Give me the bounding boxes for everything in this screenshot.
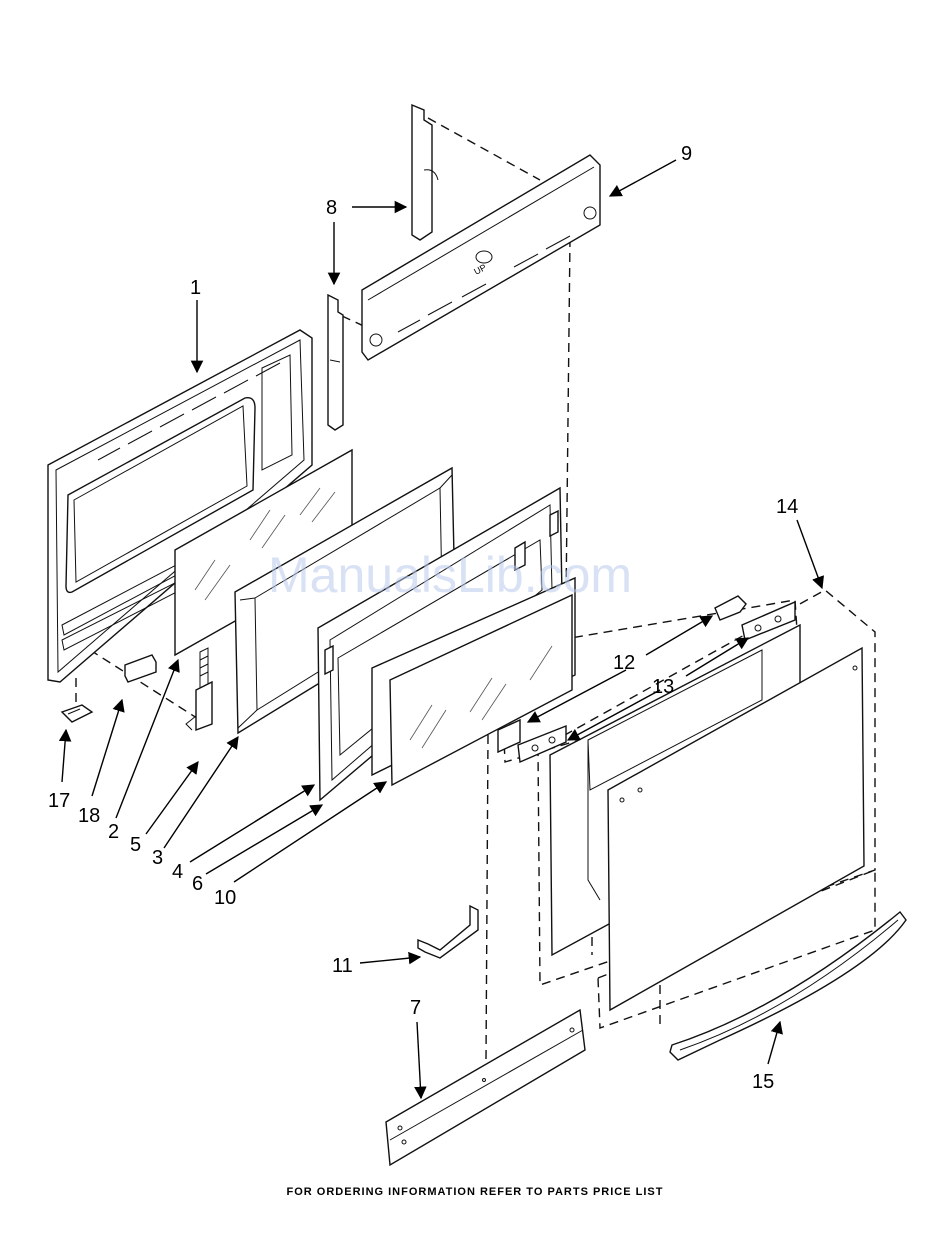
- part-5-hinge: [186, 648, 212, 730]
- label-part-10: 10: [214, 887, 236, 909]
- label-part-4: 4: [172, 861, 183, 883]
- label-part-11: 11: [332, 955, 353, 977]
- label-part-15: 15: [752, 1071, 774, 1093]
- label-part-13: 13: [652, 676, 674, 698]
- watermark: ManualsLib.com: [268, 547, 632, 603]
- label-part-6: 6: [192, 873, 203, 895]
- label-part-12: 12: [613, 652, 635, 674]
- part-12-latch-upper: [715, 596, 746, 620]
- label-part-7: 7: [410, 997, 421, 1019]
- part-7-bottom-trim: [386, 1010, 585, 1165]
- part-11-bracket: [418, 906, 478, 958]
- label-part-2: 2: [108, 821, 119, 843]
- label-part-17: 17: [48, 790, 70, 812]
- label-part-14: 14: [776, 496, 798, 518]
- label-part-5: 5: [130, 834, 141, 856]
- label-part-1: 1: [190, 277, 201, 299]
- part-8-bracket-upper: [412, 105, 438, 240]
- part-18-spacer-block: [125, 655, 156, 682]
- label-part-9: 9: [681, 143, 692, 165]
- label-part-18: 18: [78, 805, 100, 827]
- label-part-3: 3: [152, 847, 163, 869]
- part-8-bracket-lower: [328, 295, 343, 430]
- ordering-footnote: FOR ORDERING INFORMATION REFER TO PARTS …: [0, 1186, 950, 1198]
- part-17-clip: [62, 705, 92, 722]
- part-9-top-panel: UP: [362, 155, 600, 360]
- label-part-8-upper: 8: [326, 197, 337, 219]
